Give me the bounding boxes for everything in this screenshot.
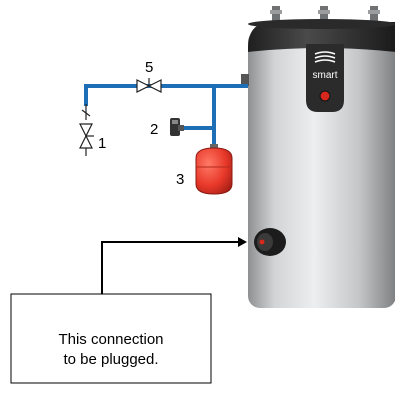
note-line-2: to be plugged. — [63, 351, 158, 368]
label-3: 3 — [176, 171, 184, 188]
pipework — [84, 84, 248, 150]
tank-top-cap — [248, 22, 395, 52]
main-pipe — [84, 84, 248, 106]
note-box: This connection to be plugged. — [10, 293, 212, 384]
lower-inspection-port — [254, 228, 286, 256]
brand-logo: smart — [313, 51, 338, 81]
label-5: 5 — [145, 59, 153, 76]
thermostat-knob — [319, 90, 331, 102]
leader-arrow — [101, 237, 247, 294]
label-1: 1 — [98, 135, 106, 152]
branch-pipe — [180, 84, 216, 130]
valve-assembly-1 — [79, 104, 94, 156]
label-2: 2 — [150, 121, 158, 138]
note-line-1: This connection — [58, 331, 163, 348]
expansion-vessel-3 — [195, 144, 233, 195]
tank-side-outlet — [241, 74, 249, 86]
safety-valve-2 — [170, 118, 184, 136]
shutoff-valve-5 — [136, 78, 162, 93]
top-fittings — [270, 6, 380, 24]
water-heater-tank: smart — [241, 6, 395, 308]
brand-logo-text: smart — [313, 70, 338, 81]
